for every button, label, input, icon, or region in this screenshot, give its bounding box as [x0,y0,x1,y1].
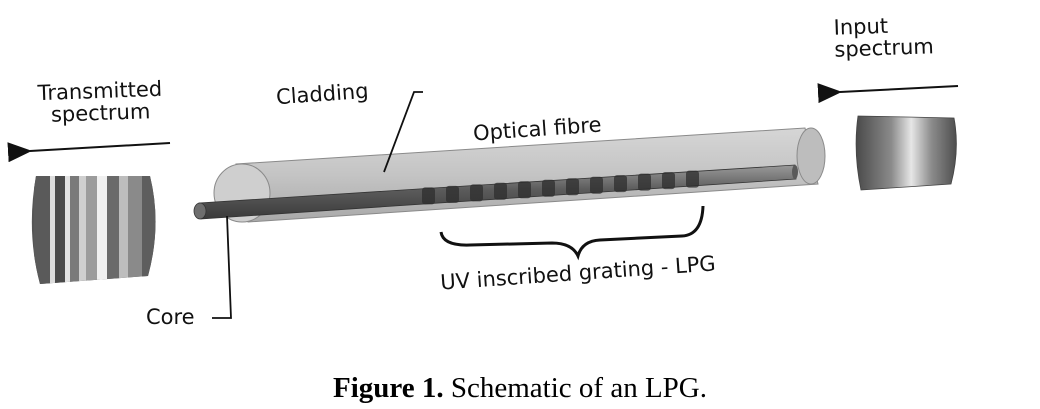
transmitted-spectrum-block [31,176,156,284]
input-spectrum-block [855,115,957,191]
spectrum-stripe [55,176,65,284]
grating-band [494,182,507,200]
grating-band [470,184,483,202]
input-spectrum-label: Input spectrum [833,13,935,62]
grating-band [422,187,435,205]
grating-bands [422,170,699,205]
spectrum-stripe [34,176,50,284]
transmitted-arrow [7,142,171,163]
caption-label: Figure 1. [333,372,444,404]
transmitted-spectrum-stripes [34,176,156,284]
input-arrow [817,83,959,104]
spectrum-stripe [50,176,55,284]
grating-band [686,170,699,188]
core-leader-line [212,215,232,319]
grating-band [542,179,555,197]
spectrum-stripe [70,176,79,284]
spectrum-stripe [97,176,107,284]
caption-text: Schematic of an LPG. [450,372,707,404]
spectrum-stripe [107,176,119,284]
core-label: Core [146,305,195,329]
spectrum-stripe [142,176,156,284]
transmitted-spectrum-label: Transmitted spectrum [37,76,163,127]
grating-band [566,178,579,196]
spectrum-stripe [86,176,97,284]
lpg-schematic [7,83,959,319]
spectrum-stripe [119,176,128,284]
grating-band [638,173,651,191]
grating-band [518,181,531,199]
grating-band [662,172,675,190]
grating-band [446,185,459,203]
spectrum-stripe [79,176,86,284]
cladding-leader-line [383,91,423,173]
grating-band [590,176,603,194]
figure-caption: Figure 1. Schematic of an LPG. [0,372,1040,405]
spectrum-stripe [65,176,70,284]
grating-brace [439,205,705,261]
spectrum-stripe [128,176,142,284]
grating-band [614,175,627,193]
